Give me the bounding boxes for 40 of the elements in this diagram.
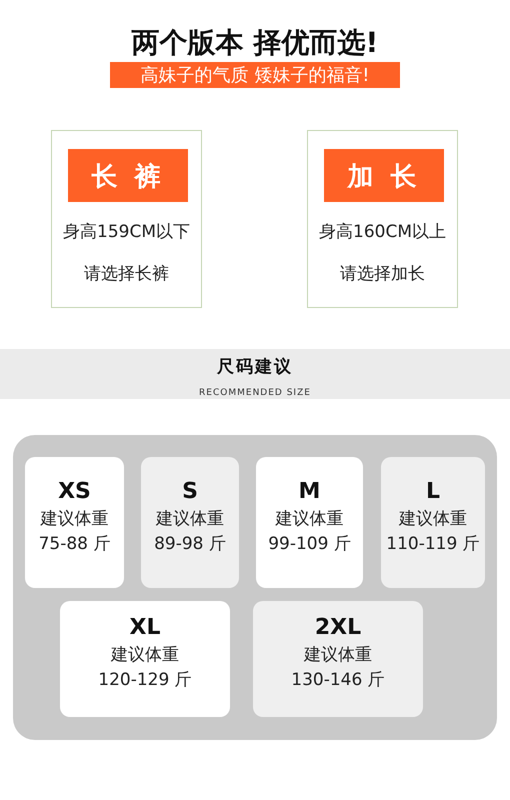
weight-range: 75-88 斤 <box>38 533 110 555</box>
subtitle-band <box>110 62 400 88</box>
size-name: M <box>298 479 320 504</box>
weight-range: 99-109 斤 <box>268 533 351 555</box>
weight-caption: 建议体重 <box>40 508 108 530</box>
choice-note: 请选择加长 <box>340 263 425 285</box>
size-panel <box>13 435 497 740</box>
height-note: 身高159CM以下 <box>63 221 190 243</box>
title: 两个版本 择优而选! <box>132 25 378 61</box>
weight-range: 130-146 斤 <box>291 669 385 691</box>
weight-caption: 建议体重 <box>111 644 179 666</box>
weight-caption: 建议体重 <box>276 508 344 530</box>
weight-range: 110-119 斤 <box>386 533 480 555</box>
choice-note: 请选择长裤 <box>84 263 169 285</box>
version-box <box>324 149 444 202</box>
weight-caption: 建议体重 <box>156 508 224 530</box>
size-card <box>256 457 363 588</box>
size-card <box>25 457 124 588</box>
section-subheading: RECOMMENDED SIZE <box>199 388 311 398</box>
height-note: 身高160CM以上 <box>319 221 446 243</box>
size-name: L <box>426 479 440 504</box>
weight-caption: 建议体重 <box>399 508 467 530</box>
size-card <box>381 457 485 588</box>
version-label: 加 长 <box>347 161 421 194</box>
section-heading: 尺码建议 <box>217 356 293 378</box>
option-card <box>307 130 458 308</box>
size-card <box>60 601 230 717</box>
size-name: S <box>182 479 198 504</box>
version-box <box>68 149 188 202</box>
size-card <box>141 457 239 588</box>
option-card <box>51 130 202 308</box>
subtitle: 高妹子的气质 矮妹子的福音! <box>140 64 370 87</box>
weight-range: 89-98 斤 <box>154 533 226 555</box>
size-card <box>253 601 423 717</box>
version-label: 长 裤 <box>91 161 165 194</box>
size-name: XL <box>130 615 160 640</box>
size-name: 2XL <box>314 615 362 640</box>
weight-caption: 建议体重 <box>304 644 372 666</box>
size-name: XS <box>58 479 91 504</box>
weight-range: 120-129 斤 <box>98 669 192 691</box>
